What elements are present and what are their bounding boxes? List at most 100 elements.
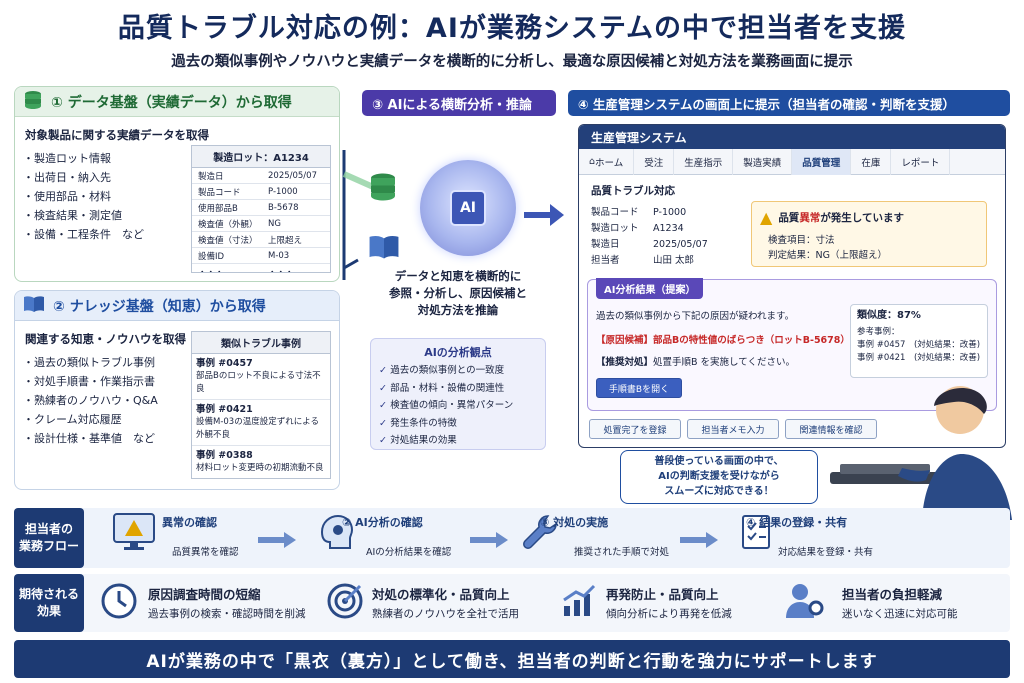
flow-arrow-icon [470, 532, 508, 548]
target-icon [326, 582, 364, 624]
case-table-title: 類似トラブル事例 [192, 332, 330, 354]
similarity-value: 類似度：87% [857, 310, 921, 321]
cause-candidate: 【原因候補】部品Bの特性値のばらつき（ロットB-5678） [596, 335, 850, 346]
reference-case: 事例 #0421 (対処結果：改善) [857, 353, 981, 363]
related-info-button[interactable]: 関連情報を確認 [785, 419, 877, 439]
data-panel: ① データ基盤（実績データ）から取得 対象製品に関する実績データを取得 製造ロッ… [14, 86, 340, 282]
lot-table-title: 製造ロット：A1234 [192, 146, 330, 168]
checklist-icon [740, 512, 774, 556]
ai-chip: AI [450, 190, 486, 226]
nav-orders[interactable]: 受注 [634, 148, 675, 175]
list-item: 製造ロット情報 [23, 149, 144, 168]
register-complete-button[interactable]: 処置完了を登録 [589, 419, 681, 439]
list-item: 過去の類似トラブル事例 [23, 353, 158, 372]
flow-step-desc: 品質異常を確認 [172, 547, 239, 558]
open-procedure-button[interactable]: 手順書Bを開く [596, 378, 682, 398]
book-icon [23, 295, 45, 317]
page-subtitle: 過去の類似事例やノウハウと実績データを横断的に分析し、最適な原因候補と対処方法を… [171, 54, 853, 70]
table-row: ・・・・・・ [192, 264, 330, 273]
alert-item: 検査項目：寸法 [768, 235, 835, 246]
operator-illustration [830, 386, 1012, 520]
data-panel-lead: 対象製品に関する実績データを取得 [25, 128, 209, 142]
ai-viewpoints-box: AIの分析観点 ✓ 過去の類似事例との一致度 ✓ 部品・材料・設備の関連性 ✓ … [370, 338, 546, 450]
viewpoint-item: ✓ 過去の類似事例との一致度 [379, 365, 505, 376]
list-item: 検査結果・測定値 [23, 206, 144, 225]
list-item: クレーム対応履歴 [23, 410, 158, 429]
nav-production-order[interactable]: 生産指示 [674, 148, 734, 175]
table-row: 検査値（外観）NG [192, 216, 330, 232]
screen-title: 品質トラブル対応 [591, 185, 675, 197]
flow-step-title: ③ 対処の実施 [540, 516, 609, 529]
effect-desc: 過去事例の検索・確認時間を削減 [148, 608, 306, 620]
warning-icon: ▲ [760, 208, 773, 227]
app-window: 生産管理システム ⌂ ホーム 受注 生産指示 製造実績 品質管理 在庫 レポート… [578, 124, 1006, 448]
list-item: 出荷日・納入先 [23, 168, 144, 187]
alert-result: 判定結果：NG（上限超え） [768, 250, 887, 261]
reference-case: 事例 #0457 (対処結果：改善) [857, 340, 981, 350]
nav-inventory[interactable]: 在庫 [851, 148, 892, 175]
viewpoints-title: AIの分析観点 [424, 346, 492, 359]
footer-banner: AIが業務の中で「黒衣（裏方）」として働き、担当者の判断と行動を強力にサポートし… [14, 640, 1010, 678]
viewpoint-item: ✓ 対処結果の効果 [379, 435, 457, 446]
home-icon: ⌂ [589, 156, 596, 167]
check-icon: ✓ [379, 365, 391, 376]
flow-step-title: 異常の確認 [162, 516, 217, 529]
flow-arrow-icon [258, 532, 296, 548]
monitor-alert-icon [112, 512, 156, 556]
page-title: 品質トラブル対応の例：AIが業務システムの中で担当者を支援 [117, 13, 907, 44]
nav-home[interactable]: ⌂ ホーム [579, 148, 635, 175]
ai-result-title: AI分析結果（提案） [596, 278, 704, 299]
wrench-icon [520, 512, 560, 556]
nav-report[interactable]: レポート [891, 148, 951, 175]
effect-desc: 熟練者のノウハウを全社で活用 [372, 608, 519, 620]
ai-result-intro: 過去の類似事例から下記の原因が疑われます。 [596, 311, 795, 322]
ai-result-box: AI分析結果（提案） 過去の類似事例から下記の原因が疑われます。 【原因候補】部… [587, 278, 997, 411]
workflow-label: 担当者の 業務フロー [14, 508, 84, 568]
right-arrow-icon [524, 204, 564, 226]
memo-input-button[interactable]: 担当者メモ入力 [687, 419, 779, 439]
field-row: 担当者山田 太郎 [591, 255, 695, 266]
flow-step-desc: AIの分析結果を確認 [366, 547, 452, 558]
ai-head-icon [318, 512, 354, 556]
user-gear-icon [784, 580, 826, 624]
nav-production-results[interactable]: 製造実績 [733, 148, 793, 175]
nav-bar: ⌂ ホーム 受注 生産指示 製造実績 品質管理 在庫 レポート [579, 148, 1005, 175]
effect-title: 再発防止・品質向上 [606, 587, 719, 602]
check-icon: ✓ [379, 435, 391, 446]
table-row: 検査値（寸法）上限超え [192, 232, 330, 248]
effect-title: 原因調査時間の短縮 [148, 587, 261, 602]
flow-step-desc: 対応結果を登録・共有 [778, 547, 874, 558]
effects-row [14, 574, 1010, 632]
workflow-row [14, 508, 1010, 568]
knowledge-panel-lead: 関連する知恵・ノウハウを取得 [25, 332, 186, 346]
data-panel-header: ① データ基盤（実績データ）から取得 [15, 87, 339, 117]
nav-quality[interactable]: 品質管理 [792, 148, 852, 175]
similarity-box: 類似度：87% 参考事例： 事例 #0457 (対処結果：改善) 事例 #042… [850, 304, 988, 378]
viewpoint-item: ✓ 部品・材料・設備の関連性 [379, 382, 505, 394]
flow-step-title: ② AI分析の確認 [342, 516, 423, 529]
effect-title: 対処の標準化・品質向上 [372, 587, 510, 602]
database-icon [23, 90, 43, 114]
knowledge-panel-header: ② ナレッジ基盤（知恵）から取得 [15, 291, 339, 321]
speech-bubble: 普段使っている画面の中で、 AIの判断支援を受けながら スムーズに対応できる！ [620, 450, 818, 504]
flow-arrow-icon [680, 532, 718, 548]
viewpoint-item: ✓ 検査値の傾向・異常パターン [379, 400, 514, 411]
ai-description: データと知恵を横断的に 参照・分析し、原因候補と 対処方法を推論 [389, 269, 527, 317]
growth-chart-icon [560, 582, 598, 624]
knowledge-panel: ② ナレッジ基盤（知恵）から取得 関連する知恵・ノウハウを取得 過去の類似トラブ… [14, 290, 340, 490]
system-section-header: ④ 生産管理システムの画面上に提示（担当者の確認・判断を支援） [568, 90, 1010, 116]
list-item: 設計仕様・基準値 など [23, 429, 158, 448]
check-icon: ✓ [379, 417, 391, 429]
ai-section-header: ③ AIによる横断分析・推論 [362, 90, 556, 116]
panel-bracket-arrow [342, 150, 359, 280]
clock-icon [100, 582, 138, 624]
